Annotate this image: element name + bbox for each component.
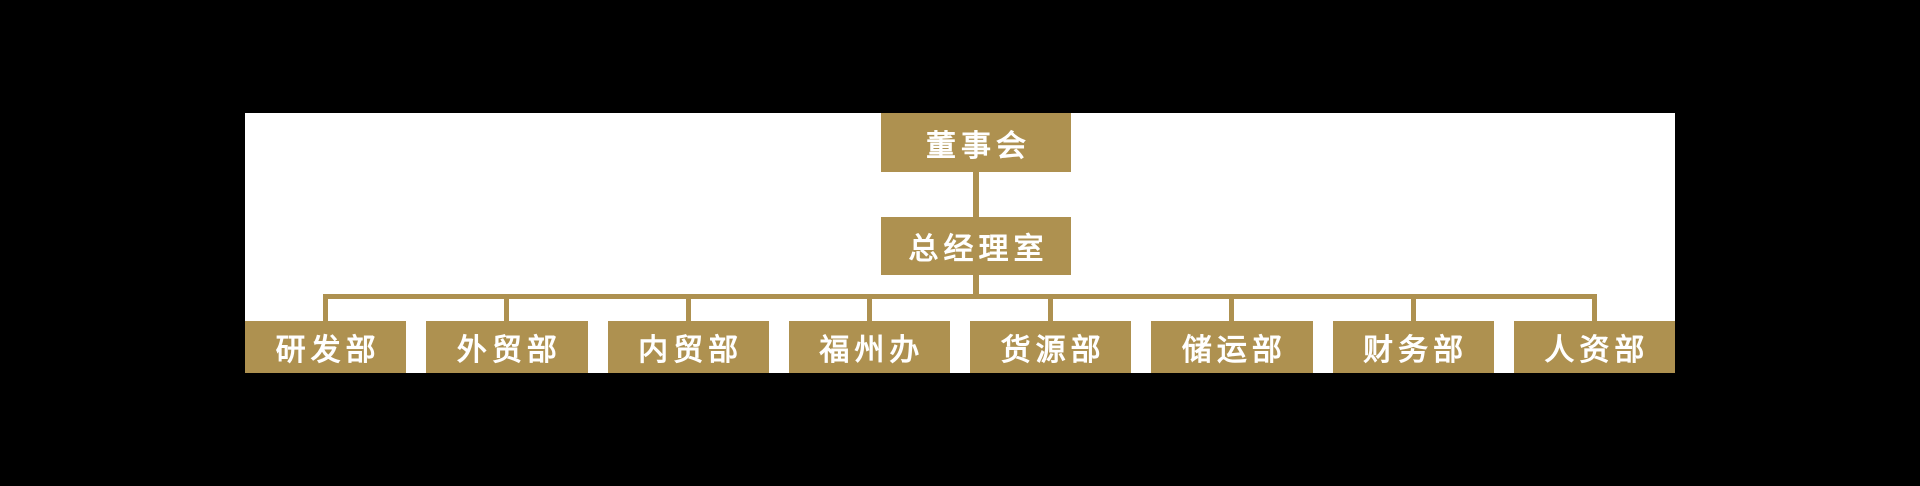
connector-gm-to-rail — [973, 275, 979, 299]
connector-stub — [1048, 299, 1054, 321]
connector-stub — [1229, 299, 1235, 321]
connector-horizontal-rail — [323, 294, 1597, 299]
org-node-dept-domestic-trade: 内贸部 — [607, 321, 769, 373]
connector-stub — [1591, 299, 1597, 321]
org-node-dept-finance: 财务部 — [1332, 321, 1494, 373]
connector-stub — [685, 299, 691, 321]
connector-stub — [323, 299, 329, 321]
org-node-board: 董事会 — [881, 113, 1071, 172]
org-node-dept-storage-transport: 储运部 — [1151, 321, 1313, 373]
org-node-dept-fuzhou-office: 福州办 — [788, 321, 950, 373]
connector-stub-row — [245, 299, 1675, 321]
department-row: 研发部 外贸部 内贸部 福州办 货源部 储运部 财务部 人资部 — [245, 321, 1675, 373]
org-node-gm-office: 总经理室 — [881, 217, 1071, 275]
connector-board-to-gm — [973, 172, 979, 217]
org-node-dept-supply: 货源部 — [970, 321, 1132, 373]
org-node-dept-rnd: 研发部 — [245, 321, 407, 373]
org-chart-panel: 董事会 总经理室 研发部 外贸部 内贸部 福州办 货源部 储运部 财务部 人资部 — [245, 113, 1675, 373]
connector-stub — [1410, 299, 1416, 321]
connector-stub — [504, 299, 510, 321]
org-node-dept-hr: 人资部 — [1513, 321, 1675, 373]
org-node-dept-foreign-trade: 外贸部 — [426, 321, 588, 373]
connector-stub — [866, 299, 872, 321]
